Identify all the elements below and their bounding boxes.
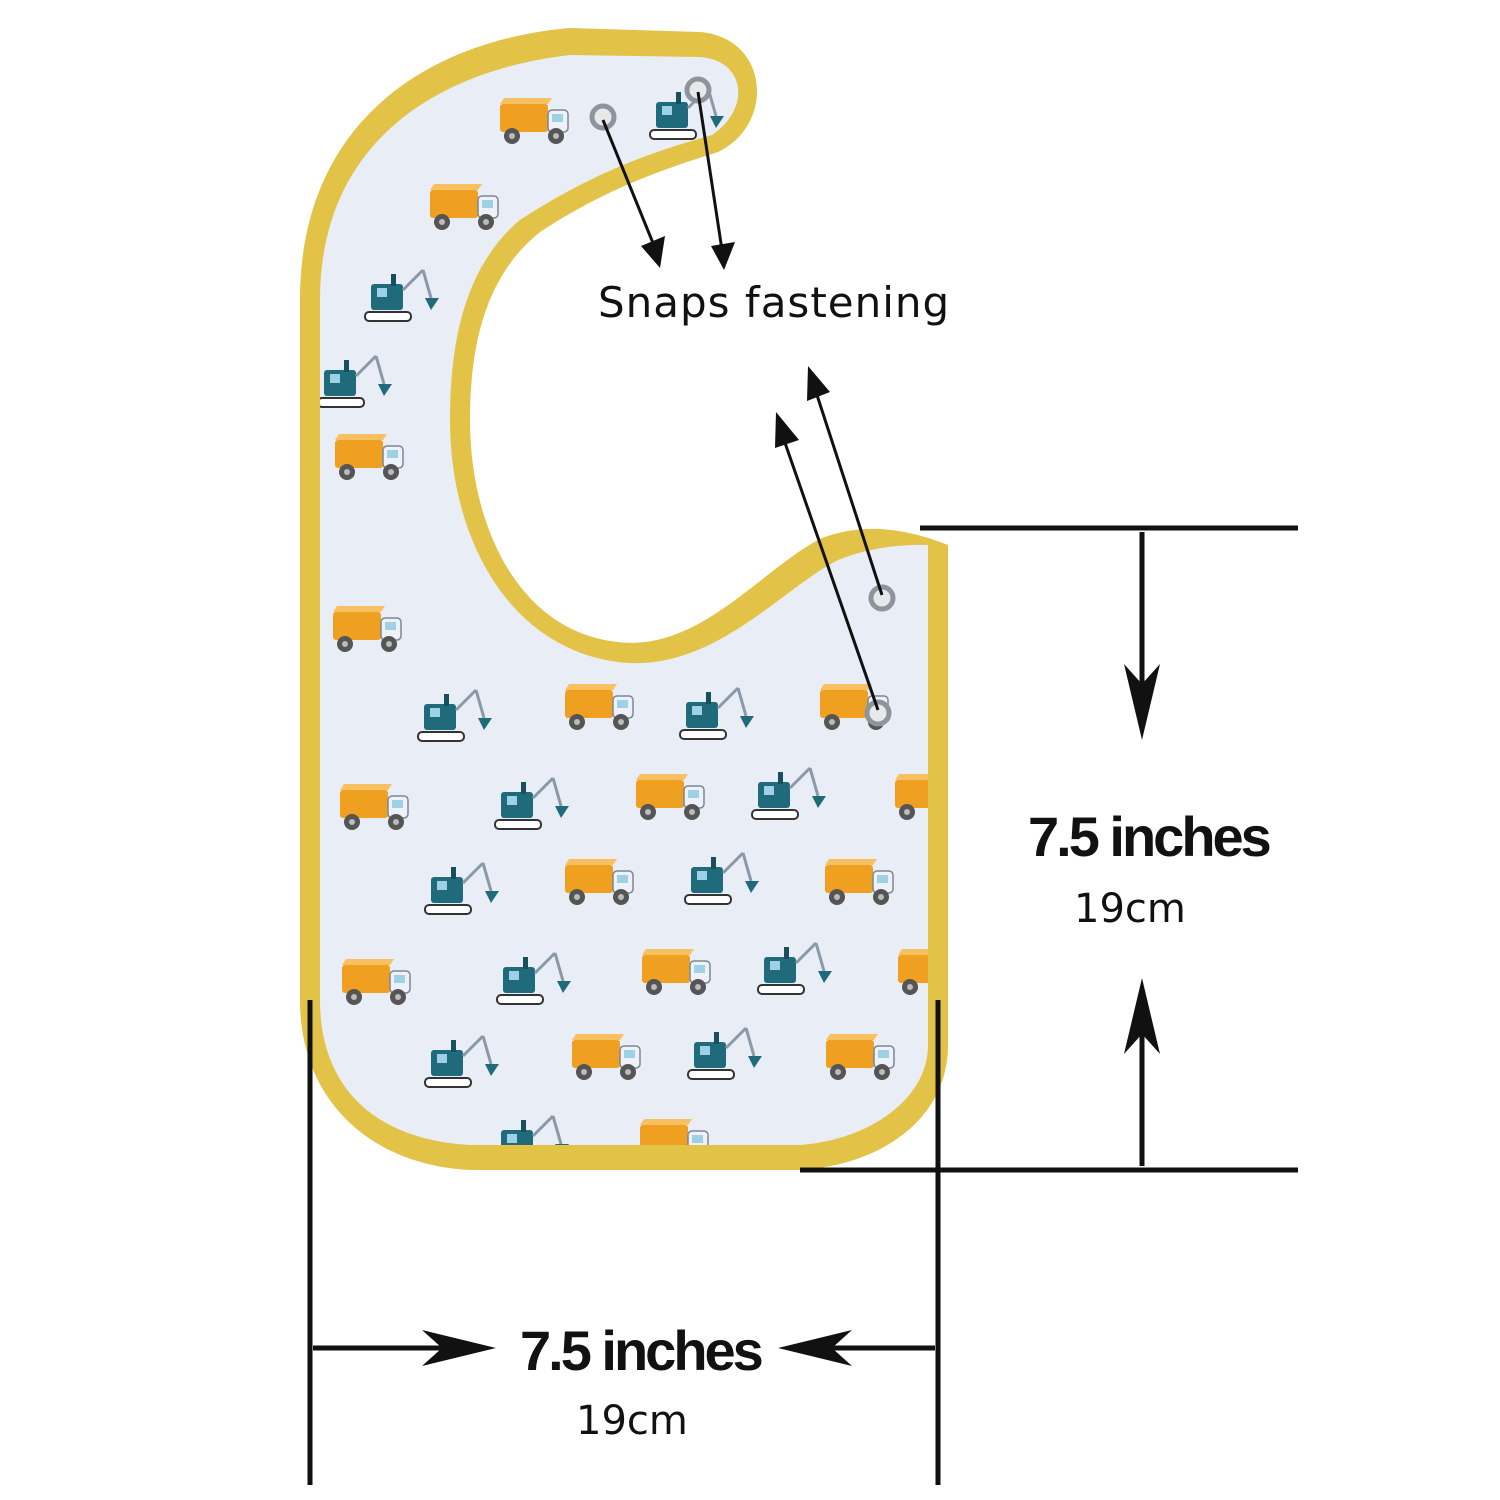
width-dimension-lines: [307, 1000, 941, 1485]
snaps-fastening-label: Snaps fastening: [598, 278, 951, 327]
arrow-up-icon: [1124, 978, 1160, 1054]
bib: [300, 28, 948, 1170]
width-cm-label: 19cm: [576, 1398, 688, 1444]
height-inches-label: 7.5 inches: [1028, 805, 1272, 868]
snap-icon: [868, 584, 896, 612]
callout-arrows: [601, 91, 884, 711]
arrow-head-icon: [641, 236, 665, 268]
arrow-down-icon: [1124, 664, 1160, 740]
width-inches-label: 7.5 inches: [520, 1319, 764, 1382]
snap-icon: [589, 103, 617, 131]
bib-fabric: [320, 55, 928, 1145]
arrow-left-icon: [778, 1330, 852, 1366]
height-dimension-lines: [800, 525, 1298, 1173]
snap-icon: [864, 699, 892, 727]
snaps: [589, 76, 896, 727]
arrow-head-icon: [711, 242, 735, 270]
arrow-head-icon: [775, 412, 799, 448]
height-cm-label: 19cm: [1074, 886, 1186, 932]
arrow-head-icon: [807, 366, 830, 401]
arrow-right-icon: [422, 1330, 496, 1366]
